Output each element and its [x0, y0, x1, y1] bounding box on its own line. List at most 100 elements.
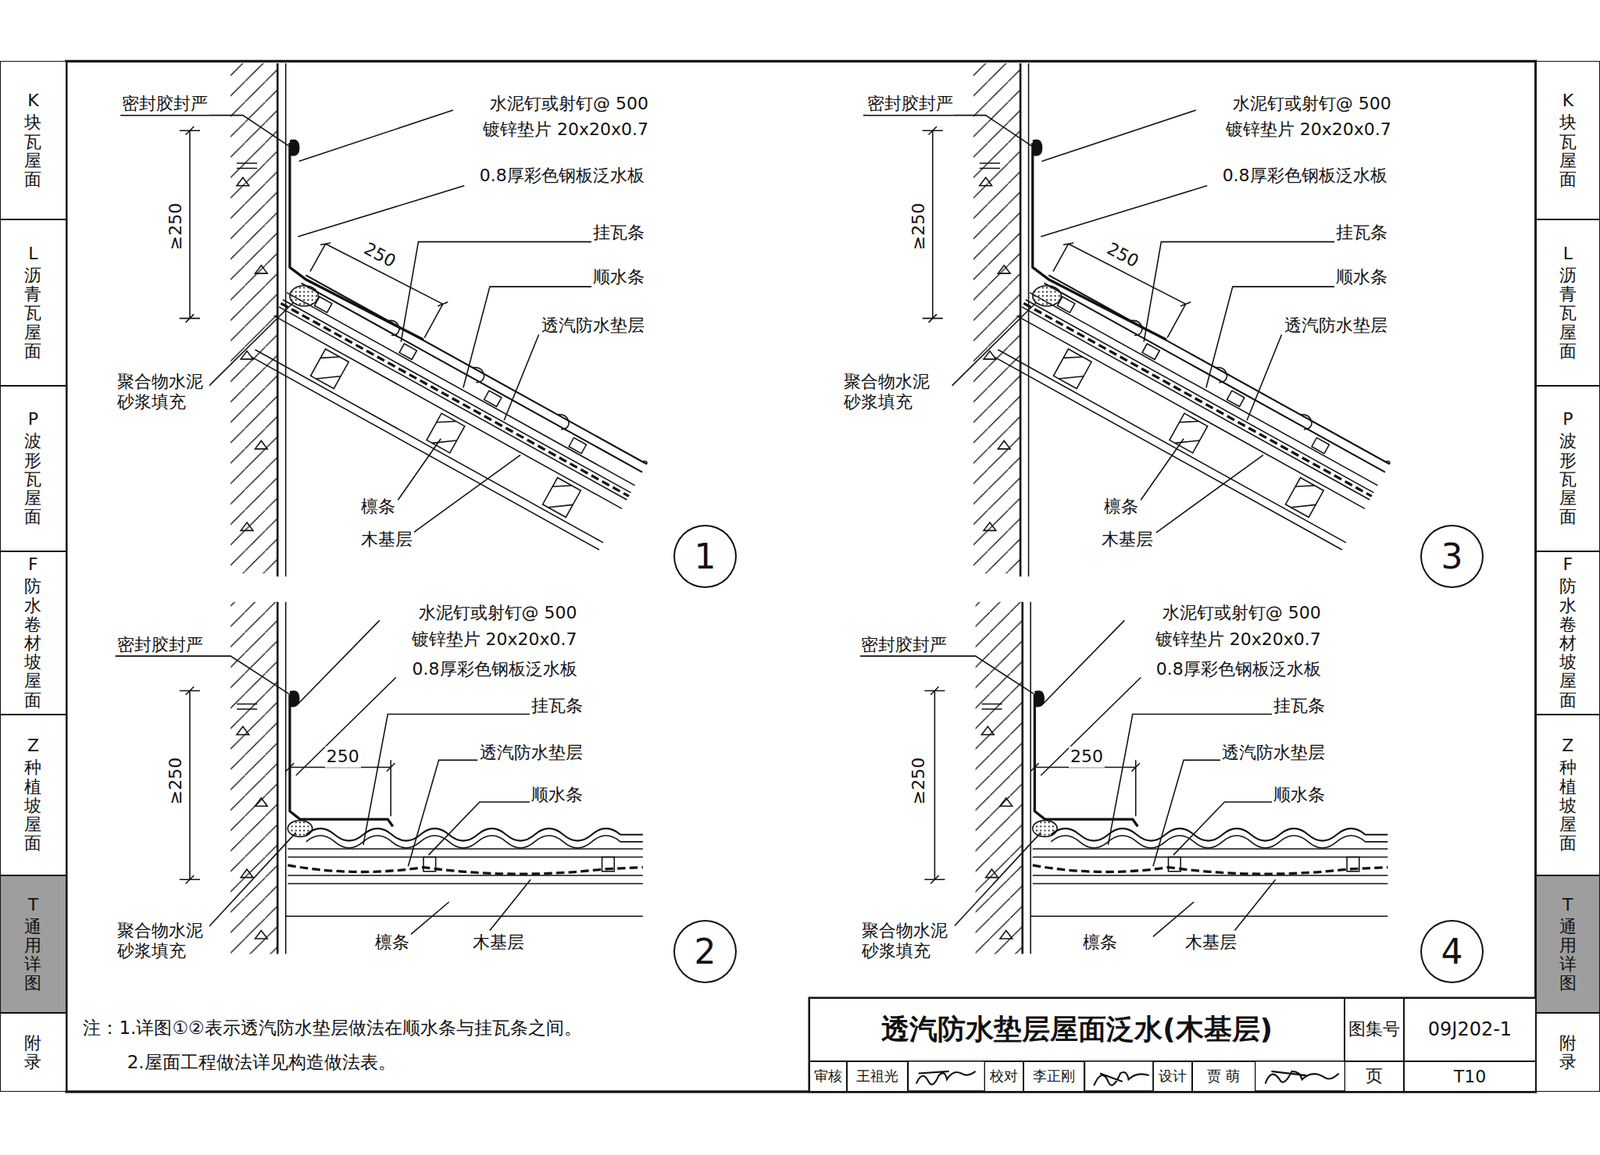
part-label: 顺水条 — [591, 267, 647, 288]
dimension-text: 250 — [358, 237, 400, 273]
cell-text: L — [24, 244, 42, 264]
chapter-tab: T通用详图 — [1535, 875, 1600, 1014]
part-label: 透汽防水垫层 — [1282, 315, 1390, 336]
chapter-tab: F 防水卷材坡屋面 — [1535, 551, 1600, 715]
cell-text: F — [1559, 555, 1577, 575]
part-label: 镀锌垫片 20x20x0.7 — [1153, 629, 1323, 650]
dimension-text: 250 — [1068, 746, 1105, 768]
part-label: 聚合物水泥 砂浆填充 — [860, 920, 955, 962]
chapter-tab: T通用详图 — [0, 875, 67, 1014]
chapter-tab: Z 种植坡屋面 — [1535, 714, 1600, 876]
part-label: 檩条 — [1081, 932, 1119, 954]
title-block-cell: 王祖光 — [846, 1061, 908, 1093]
part-label: 聚合物水泥 砂浆填充 — [115, 371, 211, 413]
dimension-text: 250 — [1101, 237, 1143, 273]
dimension-text: 250 — [325, 746, 361, 768]
cell-text: 图集号 — [1348, 1017, 1400, 1042]
part-label: 透汽防水垫层 — [539, 315, 647, 336]
note-text: 2.屋面工程做法详见构造做法表。 — [125, 1053, 398, 1075]
part-label: 顺水条 — [1271, 785, 1327, 806]
cell-text: K — [24, 91, 42, 111]
detail-number-circle: 2 — [673, 920, 737, 984]
part-label: 镀锌垫片 20x20x0.7 — [1224, 119, 1393, 140]
part-label: 木基层 — [1100, 529, 1155, 550]
part-label: 水泥钉或射钉@ 500 — [1160, 603, 1323, 624]
cell-text: 沥青瓦屋面 — [1559, 266, 1577, 361]
cell-text: 设计 — [1158, 1067, 1187, 1086]
cell-text: 沥青瓦屋面 — [24, 266, 42, 361]
cell-text: L — [1559, 244, 1577, 264]
part-label: 挂瓦条 — [1271, 696, 1327, 717]
part-label: 透汽防水垫层 — [478, 742, 585, 764]
cell-text: 通用详图 — [1559, 917, 1577, 994]
title-block-cell: 透汽防水垫层屋面泛水(木基层) — [809, 998, 1346, 1062]
cell-text: 块瓦屋面 — [1559, 113, 1577, 190]
cell-text: 块瓦屋面 — [24, 113, 42, 190]
note-text: 注：1.详图①②表示透汽防水垫层做法在顺水条与挂瓦条之间。 — [81, 1017, 583, 1040]
part-label: 水泥钉或射钉@ 500 — [1231, 93, 1393, 115]
cell-text: 页 — [1365, 1064, 1383, 1089]
part-label: 挂瓦条 — [529, 696, 585, 717]
title-block-cell: 图集号 — [1344, 998, 1404, 1062]
cell-text: K — [1559, 91, 1577, 111]
cell-text: 波形瓦屋面 — [1559, 432, 1577, 527]
chapter-tab: P波形瓦屋面 — [0, 385, 67, 552]
chapter-tab: F 防水卷材坡屋面 — [0, 551, 67, 715]
title-block-cell: 审核 — [809, 1061, 847, 1093]
title-block-cell: 贾 萌 — [1192, 1061, 1256, 1093]
cell-text: 09J202-1 — [1428, 1018, 1512, 1041]
cell-text: P — [24, 410, 42, 429]
cell-text: 防水卷材坡屋面 — [1559, 577, 1577, 710]
part-label: 木基层 — [1183, 932, 1239, 954]
cell-text: 透汽防水垫层屋面泛水(木基层) — [881, 1010, 1273, 1050]
part-label: 密封胶封严 — [115, 635, 205, 656]
cell-text: 审核 — [814, 1067, 843, 1086]
part-label: 挂瓦条 — [591, 222, 647, 243]
chapter-tab: 附录 — [1535, 1013, 1600, 1093]
cell-text: Z — [1559, 736, 1577, 756]
part-label: 檩条 — [373, 932, 411, 954]
chapter-tab: L 沥青瓦屋面 — [0, 219, 67, 386]
cell-text: 李正刚 — [1032, 1067, 1075, 1086]
title-block-cell: T10 — [1403, 1061, 1536, 1093]
cell-text: F — [24, 555, 42, 575]
cell-text: 附录 — [24, 1034, 42, 1072]
part-label: 木基层 — [359, 529, 415, 550]
part-label: 镀锌垫片 20x20x0.7 — [410, 629, 579, 650]
cell-text: 种植坡屋面 — [24, 758, 42, 854]
part-label: 水泥钉或射钉@ 500 — [417, 603, 579, 624]
cell-text: 防水卷材坡屋面 — [24, 577, 42, 710]
part-label: 透汽防水垫层 — [1220, 742, 1327, 764]
cell-text: 种植坡屋面 — [1559, 758, 1577, 854]
part-label: 聚合物水泥 砂浆填充 — [115, 920, 211, 962]
part-label: 顺水条 — [1334, 267, 1390, 288]
part-label: 密封胶封严 — [120, 93, 210, 115]
part-label: 顺水条 — [529, 785, 585, 806]
part-label: 密封胶封严 — [865, 93, 955, 115]
part-label: 0.8厚彩色钢板泛水板 — [478, 165, 647, 186]
chapter-tab: K 块瓦屋面 — [0, 60, 67, 220]
chapter-tab: P 波形瓦屋面 — [1535, 385, 1600, 552]
chapter-tab: 附录 — [0, 1013, 67, 1093]
cell-text: P — [1559, 410, 1577, 429]
title-block-cell: 页 — [1344, 1061, 1404, 1093]
title-block-cell: 09J202-1 — [1403, 998, 1536, 1062]
detail-number-circle: 1 — [673, 525, 737, 589]
cell-text: Z — [24, 736, 42, 756]
part-label: 檩条 — [1102, 496, 1140, 518]
part-label: 木基层 — [471, 932, 526, 954]
chapter-tab: K 块瓦屋面 — [1535, 60, 1600, 220]
part-label: 挂瓦条 — [1334, 222, 1390, 243]
cell-text: 附录 — [1559, 1034, 1577, 1072]
part-label: 水泥钉或射钉@ 500 — [488, 93, 650, 115]
chapter-tab: Z 种植坡屋面 — [0, 714, 67, 876]
detail-number-circle: 4 — [1420, 920, 1484, 984]
title-block-cell: 设计 — [1153, 1061, 1193, 1093]
cell-text: T10 — [1453, 1067, 1486, 1087]
part-label: 0.8厚彩色钢板泛水板 — [1221, 165, 1390, 186]
dimension-text: ≥250 — [164, 755, 186, 806]
dimension-text: ≥250 — [907, 201, 929, 252]
part-label: 聚合物水泥 砂浆填充 — [842, 371, 937, 413]
detail-number-circle: 3 — [1420, 525, 1484, 589]
part-label: 镀锌垫片 20x20x0.7 — [481, 119, 650, 140]
